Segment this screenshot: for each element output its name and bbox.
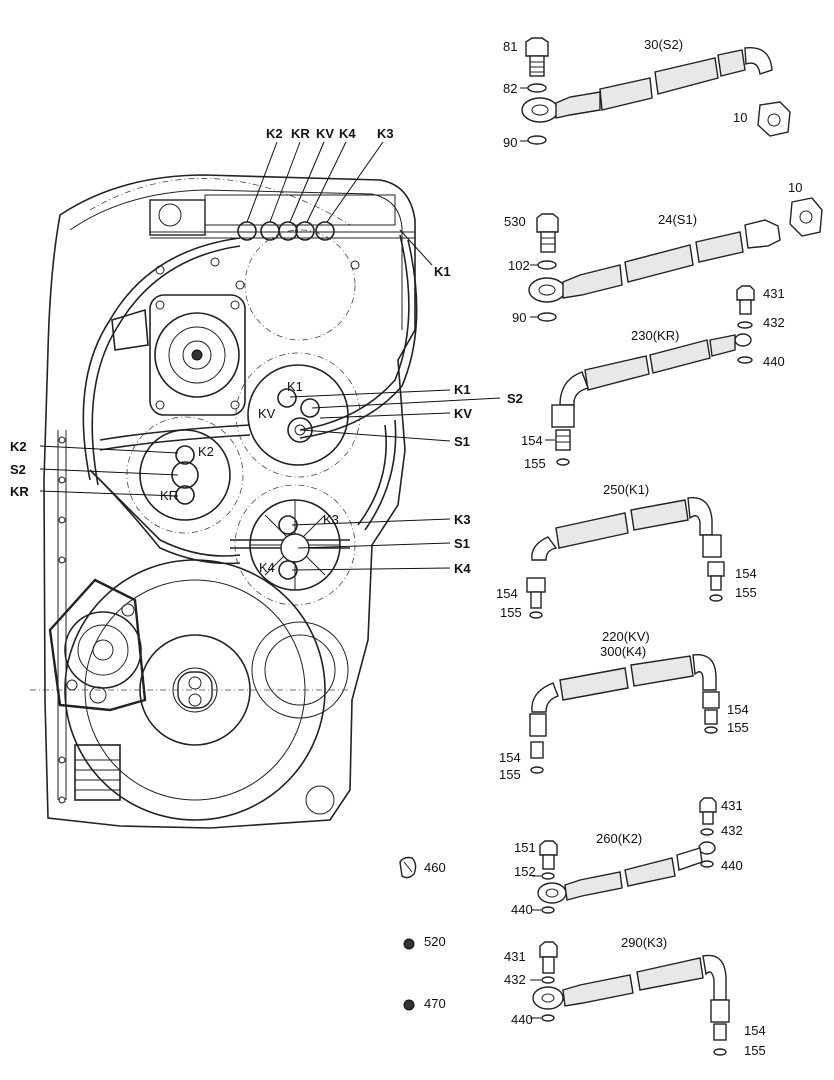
valve-block-lower: K3 K4 [234, 484, 356, 606]
part-155f: 155 [744, 1043, 766, 1058]
callout-k1-upper: K1 [434, 264, 451, 279]
callout-lower-k4: K4 [454, 561, 471, 576]
hose-assembly-250-k1: 250(K1) 154 155 154 155 [496, 482, 757, 620]
part-155: 155 [524, 456, 546, 471]
part-81: 81 [503, 39, 517, 54]
hose-title-30-s2: 30(S2) [644, 37, 683, 52]
callout-top-k3: K3 [377, 126, 394, 141]
part-440c: 440 [511, 902, 533, 917]
hose-title-260-k2: 260(K2) [596, 831, 642, 846]
loose-parts: 460 520 470 [399, 856, 446, 1011]
part-431: 431 [763, 286, 785, 301]
callout-top-kv: KV [316, 126, 334, 141]
part-154: 154 [521, 433, 543, 448]
part-155d: 155 [499, 767, 521, 782]
part-10b: 10 [788, 180, 802, 195]
valve-block-upper: K1 KV [235, 352, 361, 478]
inner-label-k1: K1 [287, 379, 303, 394]
part-154e: 154 [727, 702, 749, 717]
part-154b: 154 [496, 586, 518, 601]
part-154c: 154 [735, 566, 757, 581]
callout-lower-s1: S1 [454, 536, 470, 551]
callout-left-kr: KR [10, 484, 29, 499]
callout-right-kv: KV [454, 406, 472, 421]
callout-top-kr: KR [291, 126, 310, 141]
part-154f: 154 [744, 1023, 766, 1038]
part-460: 460 [424, 860, 446, 875]
part-440: 440 [763, 354, 785, 369]
callout-right-s1: S1 [454, 434, 470, 449]
hose-title-230-kr: 230(KR) [631, 328, 679, 343]
hose-assembly-230-kr: 431 432 440 154 155 230(KR) [521, 285, 785, 471]
callout-right-s2: S2 [507, 391, 523, 406]
part-151: 151 [514, 840, 536, 855]
inner-label-k4: K4 [259, 560, 275, 575]
part-431b: 431 [721, 798, 743, 813]
hose-title-300-k4: 300(K4) [600, 644, 646, 659]
hose-title-250-k1: 250(K1) [603, 482, 649, 497]
callout-lower-k3: K3 [454, 512, 471, 527]
hose-assembly-220-kv-300-k4: 220(KV) 300(K4) 154 155 154 155 [499, 629, 749, 782]
housing-callout-labels: K2 KR KV K4 K3 K1 K1 S2 KV S1 K2 S2 KR K… [10, 126, 523, 576]
part-432b: 432 [721, 823, 743, 838]
part-470: 470 [424, 996, 446, 1011]
hose-title-220-kv: 220(KV) [602, 629, 650, 644]
transmission-housing-drawing: K1 KV K2 KR K3 K4 [30, 174, 418, 829]
part-440b: 440 [721, 858, 743, 873]
part-530: 530 [504, 214, 526, 229]
part-431c: 431 [504, 949, 526, 964]
part-520: 520 [424, 934, 446, 949]
inner-label-kv: KV [258, 406, 276, 421]
inner-label-k2: K2 [198, 444, 214, 459]
part-432c: 432 [504, 972, 526, 987]
hose-assembly-260-k2: 431 432 440 151 152 440 260(K2) [511, 797, 743, 917]
inner-label-k3: K3 [323, 512, 339, 527]
pump-flange [149, 294, 246, 416]
part-90b: 90 [512, 310, 526, 325]
part-155b: 155 [500, 605, 522, 620]
part-440d: 440 [511, 1012, 533, 1027]
part-152: 152 [514, 864, 536, 879]
part-154d: 154 [499, 750, 521, 765]
plug-520-icon [403, 938, 415, 950]
pto-cover [48, 578, 147, 712]
hose-title-24-s1: 24(S1) [658, 212, 697, 227]
callout-right-k1: K1 [454, 382, 471, 397]
hose-title-290-k3: 290(K3) [621, 935, 667, 950]
part-90: 90 [503, 135, 517, 150]
housing-leaders [39, 141, 501, 571]
part-155e: 155 [727, 720, 749, 735]
part-102: 102 [508, 258, 530, 273]
clip-460-icon [399, 856, 417, 879]
part-10: 10 [733, 110, 747, 125]
hose-assembly-290-k3: 431 432 440 154 155 290(K3) [504, 935, 766, 1058]
callout-top-k4: K4 [339, 126, 356, 141]
part-82: 82 [503, 81, 517, 96]
plug-470-icon [403, 999, 415, 1011]
callout-left-s2: S2 [10, 462, 26, 477]
part-155c: 155 [735, 585, 757, 600]
hose-assembly-30-s2: 81 82 90 10 30(S2) [503, 37, 791, 150]
part-432: 432 [763, 315, 785, 330]
left-edge-bolts [58, 436, 66, 804]
callout-top-k2: K2 [266, 126, 283, 141]
callout-left-k2: K2 [10, 439, 27, 454]
filter-box [74, 744, 121, 801]
hose-assembly-24-s1: 530 102 90 10 24(S1) [504, 180, 823, 325]
